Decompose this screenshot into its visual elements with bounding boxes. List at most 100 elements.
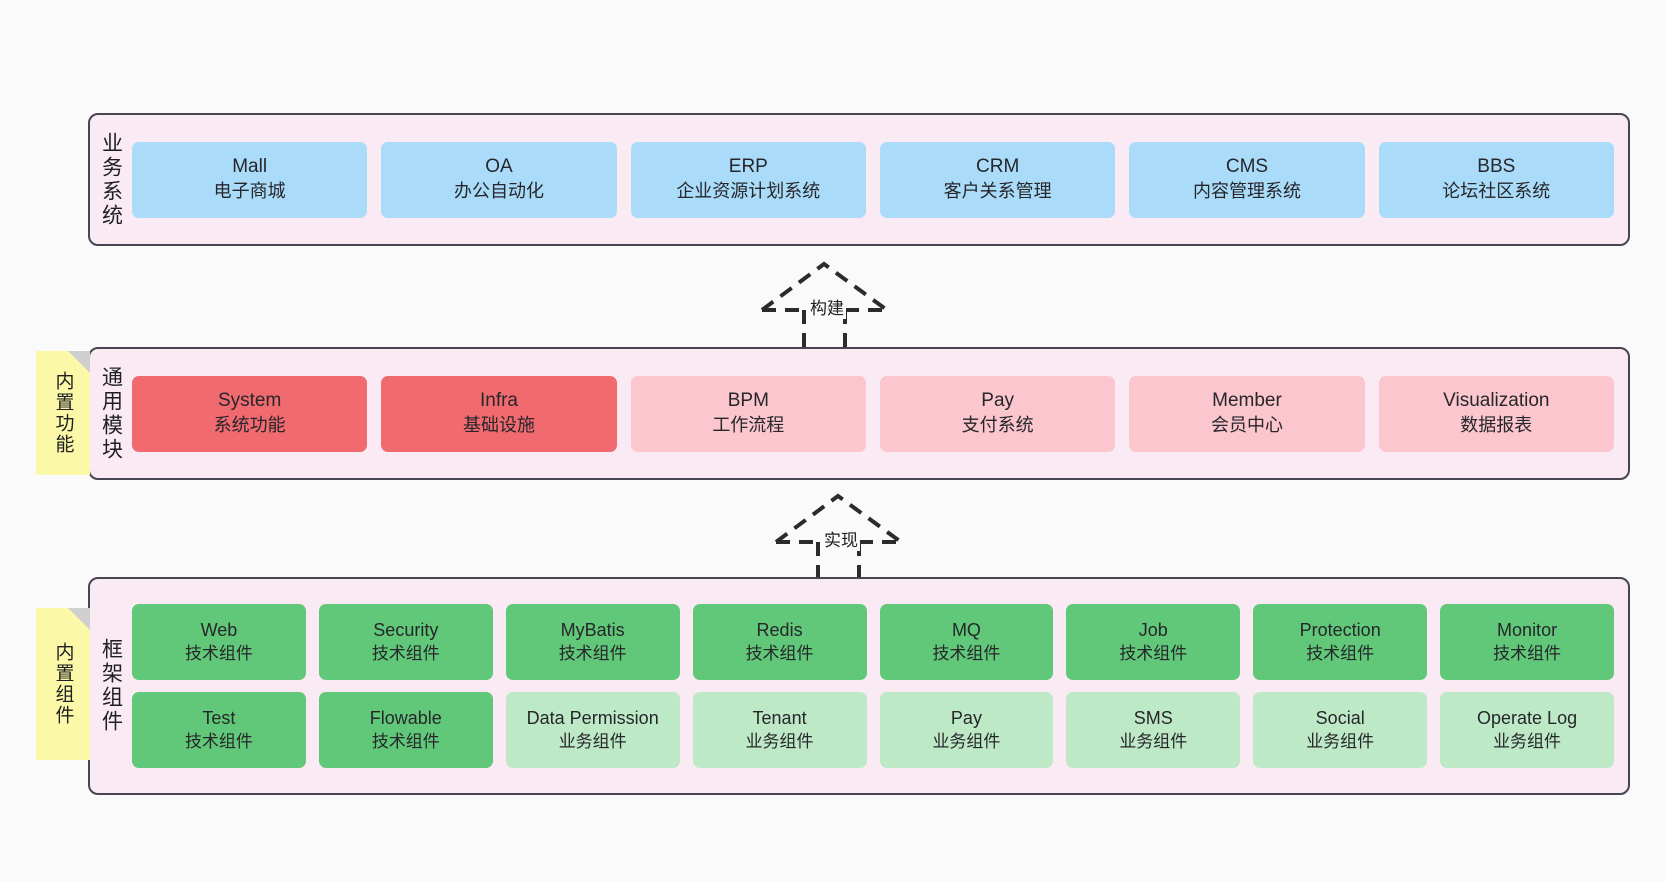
node-pay-component[interactable]: Pay 业务组件	[879, 692, 1054, 768]
node-subtitle: 论坛社区系统	[1442, 181, 1551, 202]
node-subtitle: 技术组件	[371, 643, 440, 663]
node-title: MQ	[951, 620, 981, 641]
framework-biz-row: Test 技术组件 Flowable 技术组件 Data Permission …	[132, 692, 1614, 768]
node-sms[interactable]: SMS 业务组件	[1066, 692, 1241, 768]
node-subtitle: 技术组件	[558, 643, 627, 663]
node-operate-log[interactable]: Operate Log 业务组件	[1440, 692, 1614, 768]
node-subtitle: 基础设施	[462, 415, 535, 436]
note-builtin-component: 内置组件	[36, 608, 90, 760]
node-mq[interactable]: MQ 技术组件	[879, 604, 1054, 680]
node-subtitle: 技术组件	[184, 731, 253, 751]
node-erp[interactable]: ERP 企业资源计划系统	[630, 141, 866, 218]
tier-body-framework-component: Web 技术组件 Security 技术组件 MyBatis 技术组件 Redi…	[132, 579, 1628, 793]
tier-label-common-module: 通用模块	[99, 365, 123, 462]
node-subtitle: 企业资源计划系统	[676, 181, 821, 202]
node-title: Infra	[479, 390, 518, 412]
node-subtitle: 数据报表	[1460, 415, 1533, 436]
node-subtitle: 业务组件	[932, 731, 1001, 751]
node-social[interactable]: Social 业务组件	[1253, 692, 1428, 768]
node-title: Security	[373, 620, 439, 641]
node-title: Tenant	[752, 708, 807, 729]
node-subtitle: 支付系统	[961, 415, 1034, 436]
node-subtitle: 业务组件	[745, 731, 814, 751]
node-subtitle: 客户关系管理	[943, 181, 1052, 202]
connector-build: 构建	[752, 258, 897, 353]
node-subtitle: 业务组件	[1119, 731, 1188, 751]
node-title: Visualization	[1443, 390, 1550, 412]
node-tenant[interactable]: Tenant 业务组件	[692, 692, 867, 768]
node-subtitle: 技术组件	[184, 643, 253, 663]
node-security[interactable]: Security 技术组件	[318, 604, 493, 680]
note-label: 内置功能	[52, 371, 74, 455]
node-title: Flowable	[369, 708, 442, 729]
node-title: Monitor	[1497, 620, 1558, 641]
node-cms[interactable]: CMS 内容管理系统	[1129, 141, 1365, 218]
node-subtitle: 电子商城	[213, 181, 286, 202]
framework-tech-row: Web 技术组件 Security 技术组件 MyBatis 技术组件 Redi…	[132, 604, 1614, 680]
node-test[interactable]: Test 技术组件	[132, 692, 306, 768]
node-member[interactable]: Member 会员中心	[1129, 375, 1365, 452]
node-system[interactable]: System 系统功能	[132, 375, 368, 452]
node-visualization[interactable]: Visualization 数据报表	[1378, 375, 1614, 452]
node-web[interactable]: Web 技术组件	[132, 604, 306, 680]
node-job[interactable]: Job 技术组件	[1066, 604, 1241, 680]
note-fold-corner-icon	[68, 351, 90, 373]
node-subtitle: 会员中心	[1210, 415, 1283, 436]
node-subtitle: 技术组件	[745, 643, 814, 663]
node-title: CMS	[1225, 156, 1269, 178]
node-protection[interactable]: Protection 技术组件	[1253, 604, 1428, 680]
node-subtitle: 业务组件	[1306, 731, 1375, 751]
node-title: CRM	[976, 156, 1020, 178]
node-title: Redis	[756, 620, 803, 641]
tier-label-business-system: 业务系统	[99, 131, 123, 228]
connector-implement-label: 实现	[822, 526, 860, 551]
node-title: Social	[1315, 708, 1365, 729]
node-data-permission[interactable]: Data Permission 业务组件	[505, 692, 680, 768]
node-mybatis[interactable]: MyBatis 技术组件	[505, 604, 680, 680]
node-subtitle: 技术组件	[1119, 643, 1188, 663]
node-title: System	[217, 390, 282, 412]
node-subtitle: 技术组件	[932, 643, 1001, 663]
node-pay-module[interactable]: Pay 支付系统	[879, 375, 1116, 452]
node-subtitle: 业务组件	[1493, 731, 1562, 751]
node-title: BPM	[727, 390, 769, 412]
tier-business-system: 业务系统 Mall 电子商城 OA 办公自动化 ERP 企业资源计划系统 CRM…	[88, 113, 1630, 246]
node-subtitle: 技术组件	[371, 731, 440, 751]
node-title: Protection	[1299, 620, 1381, 641]
node-title: Job	[1138, 620, 1168, 641]
note-builtin-function: 内置功能	[36, 351, 90, 475]
tier-common-module: 通用模块 System 系统功能 Infra 基础设施 BPM 工作流程 Pay…	[88, 347, 1630, 480]
node-flowable[interactable]: Flowable 技术组件	[318, 692, 493, 768]
connector-build-label: 构建	[808, 294, 846, 319]
node-title: OA	[485, 156, 513, 178]
node-bpm[interactable]: BPM 工作流程	[630, 375, 866, 452]
node-subtitle: 办公自动化	[453, 181, 544, 202]
node-title: MyBatis	[560, 620, 625, 641]
node-title: Mall	[232, 156, 268, 178]
node-title: Member	[1212, 390, 1282, 412]
node-mall[interactable]: Mall 电子商城	[132, 141, 368, 218]
node-subtitle: 内容管理系统	[1192, 181, 1301, 202]
node-title: Pay	[950, 708, 982, 729]
node-monitor[interactable]: Monitor 技术组件	[1440, 604, 1614, 680]
node-title: Pay	[981, 390, 1015, 412]
tier-body-common-module: System 系统功能 Infra 基础设施 BPM 工作流程 Pay 支付系统…	[132, 349, 1628, 478]
node-bbs[interactable]: BBS 论坛社区系统	[1378, 141, 1614, 218]
node-title: Test	[202, 708, 236, 729]
node-infra[interactable]: Infra 基础设施	[381, 375, 617, 452]
note-fold-corner-icon	[68, 608, 90, 630]
node-title: Data Permission	[526, 708, 659, 729]
node-oa[interactable]: OA 办公自动化	[381, 141, 617, 218]
tier-framework-component: 框架组件 Web 技术组件 Security 技术组件 MyBatis 技术组件…	[88, 577, 1630, 795]
tier-label-framework-component: 框架组件	[99, 638, 123, 734]
node-subtitle: 业务组件	[558, 731, 627, 751]
node-title: Web	[200, 620, 238, 641]
node-redis[interactable]: Redis 技术组件	[692, 604, 867, 680]
node-crm[interactable]: CRM 客户关系管理	[879, 141, 1116, 218]
node-title: ERP	[728, 156, 768, 178]
node-title: SMS	[1133, 708, 1173, 729]
node-subtitle: 技术组件	[1306, 643, 1375, 663]
note-label: 内置组件	[52, 642, 74, 726]
node-title: Operate Log	[1477, 708, 1578, 729]
